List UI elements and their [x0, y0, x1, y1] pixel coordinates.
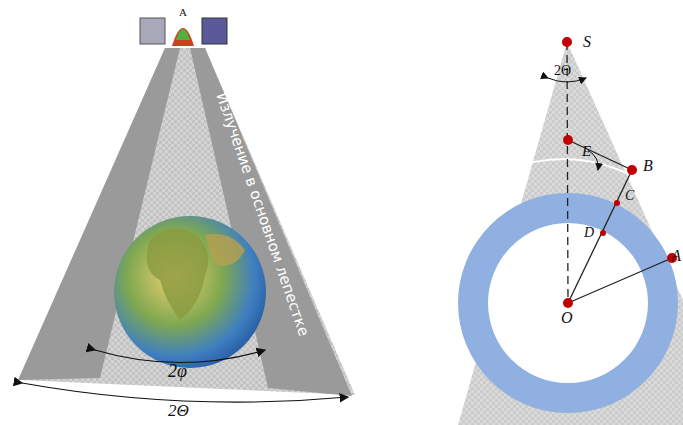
axis [567, 42, 568, 303]
line [568, 258, 672, 303]
ring-inner [488, 223, 648, 383]
point-label: B [643, 158, 653, 174]
continent [205, 234, 245, 266]
point [563, 135, 573, 145]
point-label: A [179, 7, 187, 18]
point-label: D [584, 226, 594, 240]
point-label: A [671, 248, 681, 264]
point-label: S [583, 34, 591, 50]
angle-arc [95, 350, 265, 363]
point [627, 165, 637, 175]
orbit-arc [420, 159, 683, 270]
continent [147, 229, 209, 320]
solar-panel [140, 18, 165, 44]
solar-panel [202, 18, 227, 44]
cone [458, 42, 683, 425]
point [614, 200, 620, 206]
point [600, 230, 606, 236]
antenna [176, 29, 190, 40]
point-label: 2Θ [554, 64, 571, 78]
angle-arc [548, 78, 586, 82]
angle-arc [22, 383, 348, 402]
line [568, 140, 632, 170]
line [568, 170, 632, 303]
point-label: 2φ [168, 362, 187, 380]
point [562, 37, 572, 47]
point [563, 298, 573, 308]
point-label: C [625, 189, 634, 203]
antenna [172, 28, 194, 46]
earth [114, 216, 266, 368]
point-label: O [561, 310, 573, 326]
point-label: 2Θ [168, 402, 189, 419]
point-label: E [582, 144, 591, 159]
